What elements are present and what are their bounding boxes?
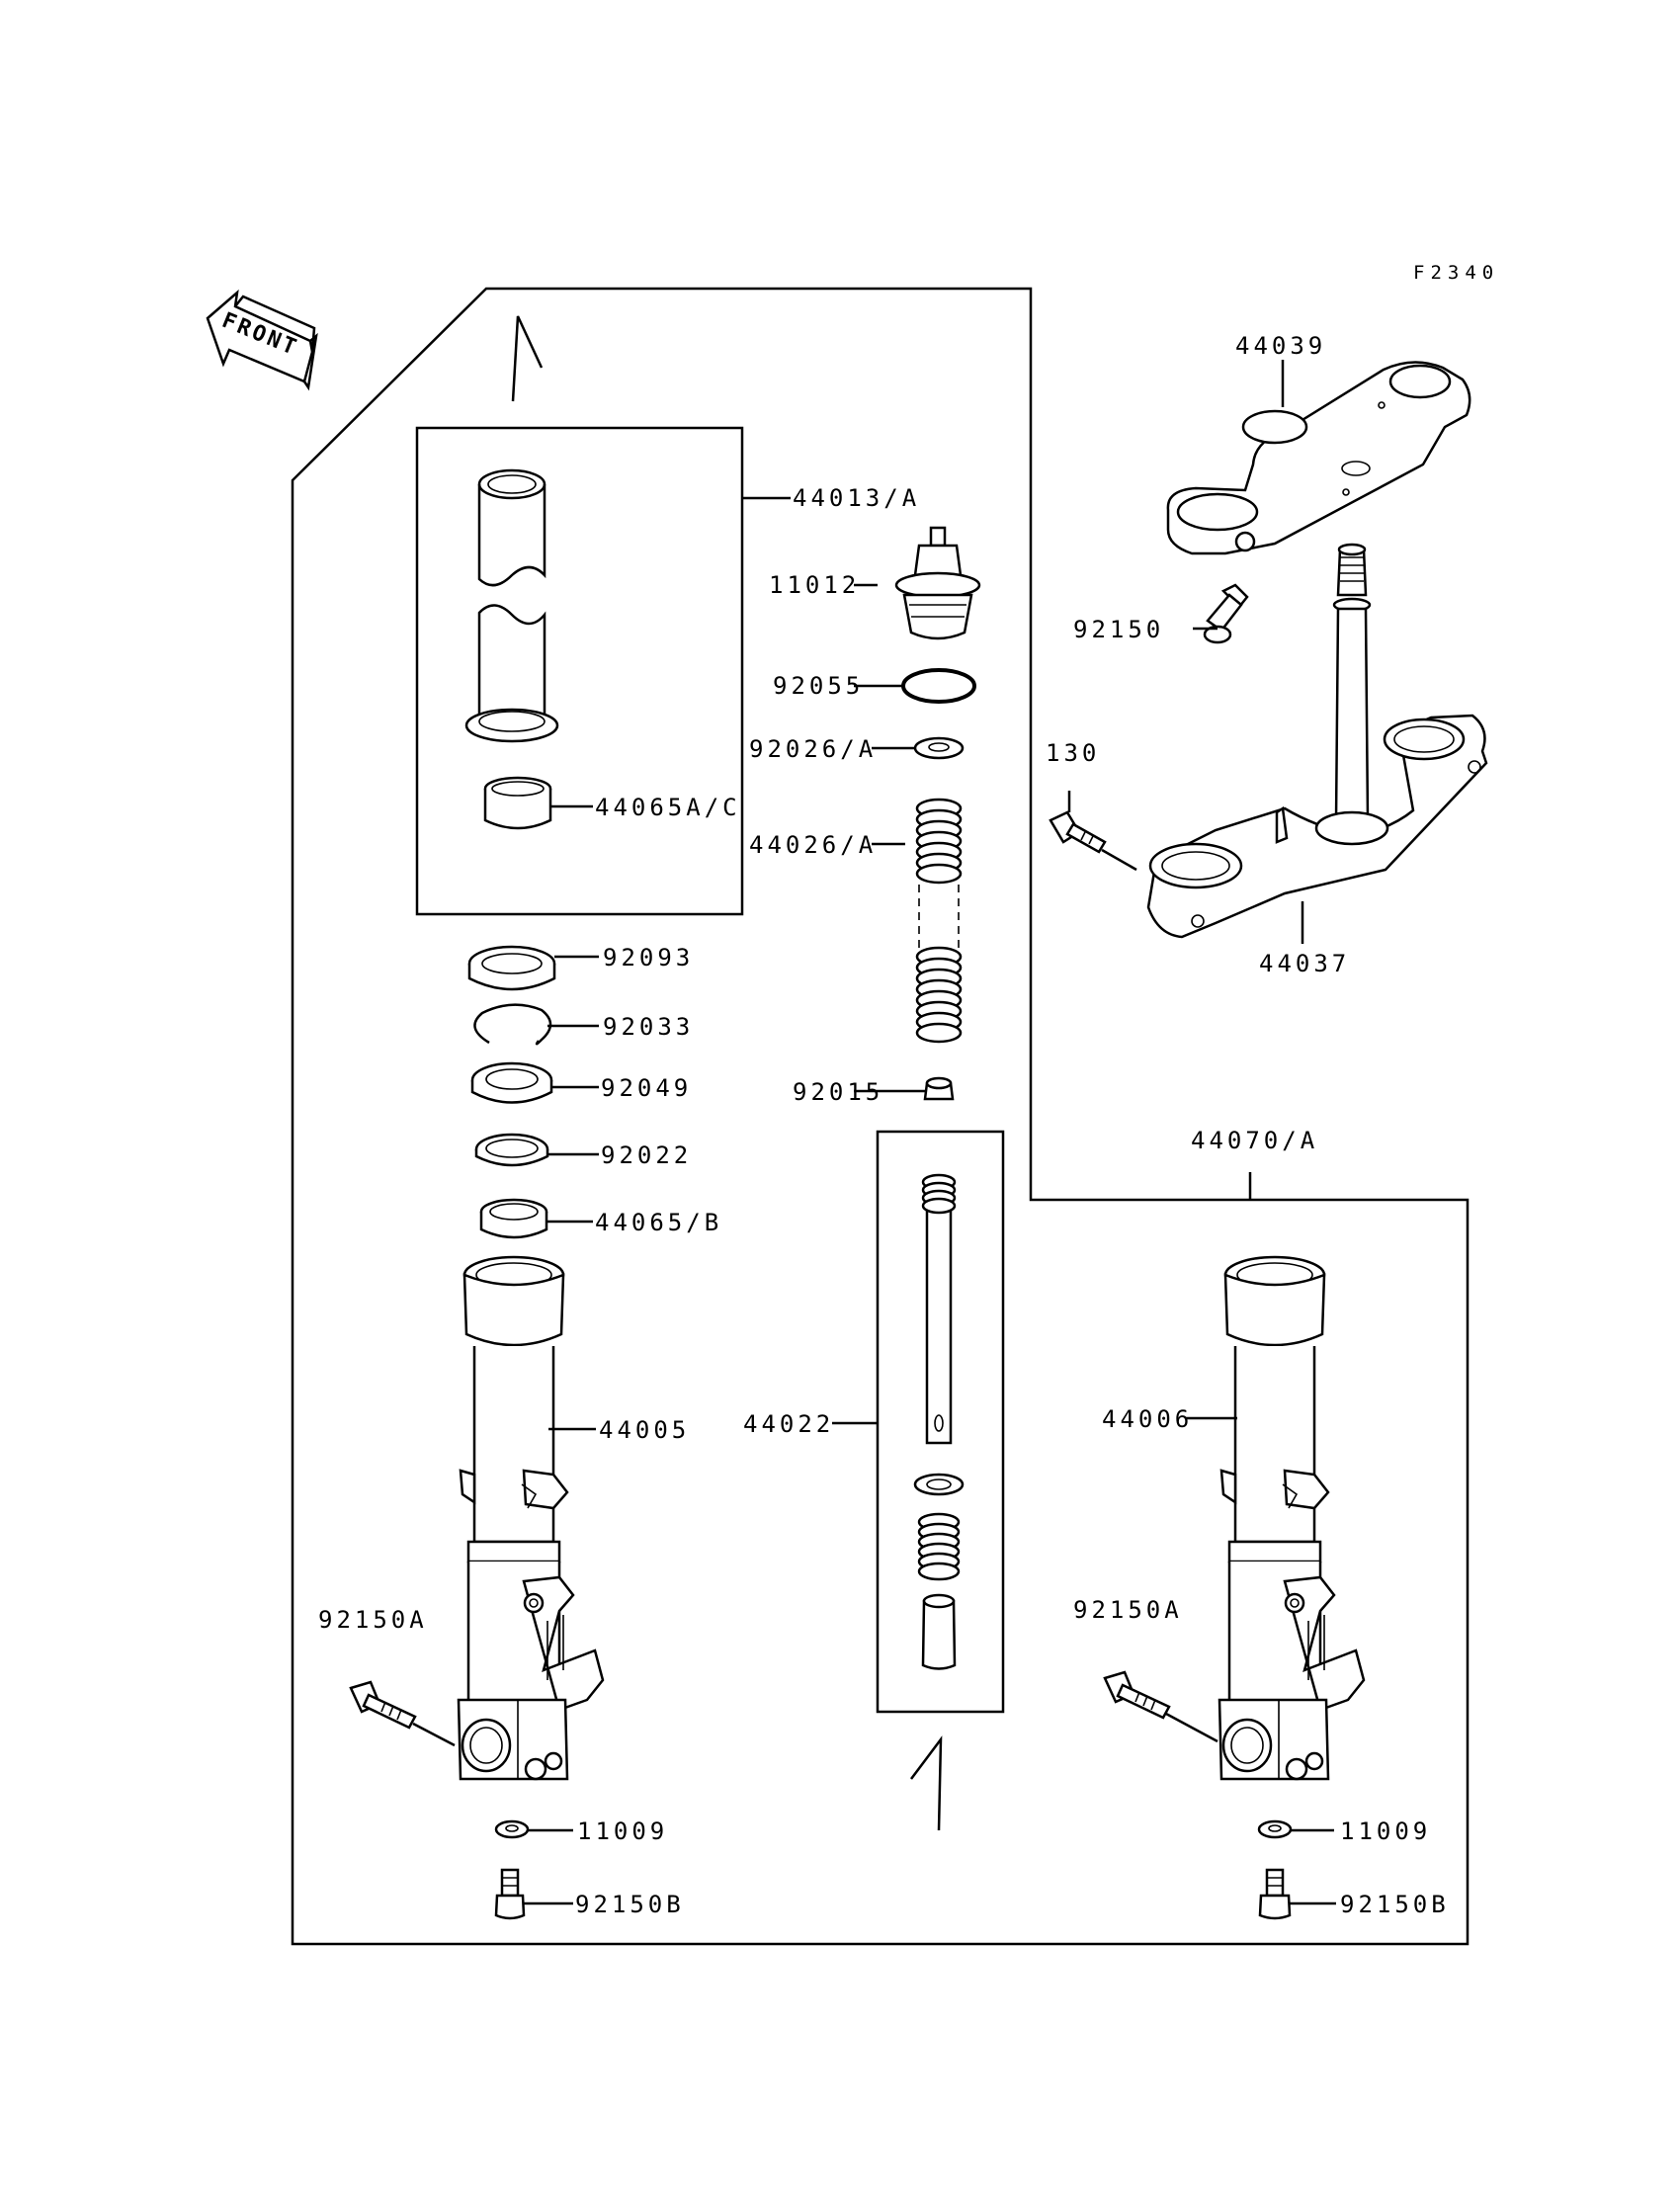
bolt-92150 <box>1203 583 1249 644</box>
washer-92022 <box>474 1133 549 1167</box>
label-92150: 92150 <box>1073 616 1164 643</box>
assembly-outline <box>291 287 1470 1946</box>
upper-bracket-44039 <box>1166 361 1471 555</box>
nut-92015 <box>923 1076 955 1101</box>
cap-bolt-11012 <box>894 526 981 640</box>
label-92026a: 92026/A <box>749 735 877 763</box>
oil-seal-92049 <box>470 1061 553 1104</box>
steering-stem-44037 <box>1146 543 1488 939</box>
damper-rod-44022 <box>913 1173 965 1670</box>
leader-lines <box>412 360 1336 1905</box>
outer-tube-44005 <box>457 1255 605 1781</box>
washer-11009-right <box>1257 1819 1293 1839</box>
break-mark-top <box>511 315 544 402</box>
bolt-92150b-left <box>494 1868 526 1920</box>
label-11012: 11012 <box>769 571 860 599</box>
label-44026a: 44026/A <box>749 831 877 859</box>
bushing-44065ac <box>483 776 552 830</box>
label-44039: 44039 <box>1235 332 1326 360</box>
label-44013a: 44013/A <box>793 484 920 512</box>
spring-44026a <box>915 798 963 1044</box>
label-92022: 92022 <box>601 1141 692 1169</box>
washer-92026a <box>913 736 965 760</box>
front-arrow-icon: FRONT <box>206 289 318 391</box>
label-11009-left: 11009 <box>577 1817 668 1845</box>
label-92150b-left: 92150B <box>575 1891 685 1918</box>
bolt-130 <box>1049 810 1107 854</box>
label-92015: 92015 <box>793 1078 883 1106</box>
bolt-92150b-right <box>1258 1868 1292 1920</box>
bolt-92150a-right <box>1103 1670 1171 1720</box>
label-130: 130 <box>1046 739 1100 767</box>
label-92150a-right: 92150A <box>1073 1596 1183 1624</box>
bushing-44065b <box>479 1198 548 1239</box>
label-44022: 44022 <box>743 1410 834 1438</box>
damper-box <box>876 1130 1005 1714</box>
label-92150b-right: 92150B <box>1340 1891 1450 1918</box>
label-44070a: 44070/A <box>1191 1127 1318 1154</box>
label-44005: 44005 <box>599 1416 690 1444</box>
bolt-92150a-left <box>349 1680 417 1730</box>
label-92033: 92033 <box>603 1013 694 1041</box>
label-44037: 44037 <box>1259 950 1350 977</box>
label-92093: 92093 <box>603 944 694 972</box>
inner-tube-box <box>415 426 744 916</box>
break-mark-bottom <box>910 1735 943 1831</box>
figure-code: F2340 <box>1413 262 1499 284</box>
stopper-ring-92033 <box>473 1003 552 1046</box>
o-ring-92055 <box>901 668 976 704</box>
label-92049: 92049 <box>601 1074 692 1102</box>
washer-11009-left <box>494 1819 530 1839</box>
label-92150a-left: 92150A <box>318 1606 428 1634</box>
label-11009-right: 11009 <box>1340 1817 1431 1845</box>
outer-tube-44006 <box>1218 1255 1366 1781</box>
label-92055: 92055 <box>773 672 864 700</box>
label-44065b: 44065/B <box>595 1209 722 1236</box>
inner-tube-part <box>464 468 559 743</box>
label-44065ac: 44065A/C <box>595 794 741 821</box>
dust-seal-92093 <box>467 945 556 991</box>
label-44006: 44006 <box>1102 1405 1193 1433</box>
